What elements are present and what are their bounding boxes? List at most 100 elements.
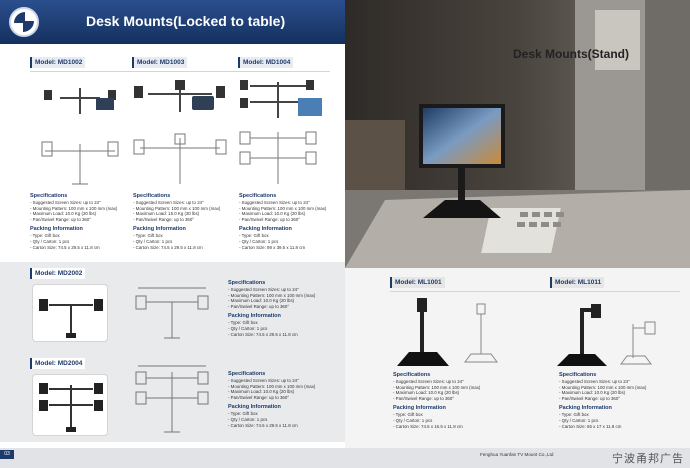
spec-line: - Maximum Load: 15.0 Kg (30 lbs) bbox=[133, 211, 200, 217]
md1004-product-image bbox=[239, 80, 322, 184]
packing-heading: Packing Information bbox=[30, 226, 83, 233]
packing-heading: Packing Information bbox=[393, 405, 446, 412]
packing-line: - Type: Gift box bbox=[239, 233, 269, 239]
spec-heading: Specifications bbox=[239, 193, 277, 199]
md2002-drawing bbox=[135, 287, 209, 339]
packing-line: - Carton Size: 98 x 39.5 x 11.8 cm bbox=[239, 244, 306, 250]
watermark: 宁波甬邦广告 bbox=[612, 453, 684, 465]
packing-line: - Carton Size: 74.5 x 16.5 x 11.8 cm bbox=[393, 423, 463, 429]
spec-heading: Specifications bbox=[228, 371, 266, 377]
md2002-photo bbox=[32, 284, 108, 342]
spec-line: - Mounting Pattern: 100 mm x 100 mm (max… bbox=[228, 292, 316, 298]
md2004-product-image bbox=[39, 383, 103, 432]
page-number-left: 03 bbox=[0, 450, 14, 459]
spec-line: - Mounting Pattern: 100 mm x 100 mm (max… bbox=[228, 383, 316, 389]
spec-line: - Maximum Load: 10.0 Kg (20 lbs) bbox=[239, 211, 306, 217]
md1003-product-image bbox=[133, 80, 227, 184]
model-tag-ml1001: Model: ML1001 bbox=[390, 277, 445, 288]
md1004-specs: Specifications - Suggested Screen Sizes:… bbox=[239, 192, 339, 250]
model-tag-md1004: Model: MD1004 bbox=[238, 57, 294, 68]
spec-heading: Specifications bbox=[559, 372, 597, 378]
model-tag-md2004: Model: MD2004 bbox=[30, 358, 86, 369]
spec-line: - Pan/Swivel Range: up to 360° bbox=[559, 395, 621, 401]
spec-heading: Specifications bbox=[393, 372, 431, 378]
md2004-photo bbox=[32, 374, 108, 436]
right-page: Desk Mounts(Stand) Model: ML1001 Model: … bbox=[345, 0, 690, 468]
md2002-specs: Specifications - Suggested Screen Sizes:… bbox=[228, 279, 338, 337]
spec-heading: Specifications bbox=[228, 280, 266, 286]
packing-line: - Carton Size: 74.5 x 29.5 x 11.8 cm bbox=[228, 422, 298, 428]
packing-line: - Qty / Carton: 1 pcs bbox=[239, 238, 279, 244]
spec-line: - Mounting Pattern: 100 mm x 100 mm (max… bbox=[393, 384, 481, 390]
packing-line: - Qty / Carton: 1 pcs bbox=[228, 325, 268, 331]
divider bbox=[30, 71, 330, 72]
spec-line: - Mounting Pattern: 100 mm x 100 mm (max… bbox=[559, 384, 647, 390]
spec-line: - Pan/Swivel Range: up to 360° bbox=[228, 394, 290, 400]
packing-line: - Qty / Carton: 1 pcs bbox=[559, 417, 599, 423]
packing-line: - Carton Size: 65 x 17 x 11.8 cm bbox=[559, 423, 622, 429]
spec-line: - Maximum Load: 10.0 Kg (20 lbs) bbox=[559, 390, 626, 396]
company-name: Fenghua Yuanfan TV Mount Co.,Ltd bbox=[480, 452, 554, 457]
md2004-drawing bbox=[135, 365, 209, 433]
packing-heading: Packing Information bbox=[228, 404, 281, 411]
spec-line: - Mounting Pattern: 100 mm x 100 mm (max… bbox=[133, 205, 221, 211]
packing-heading: Packing Information bbox=[559, 405, 612, 412]
packing-line: - Type: Gift box bbox=[559, 412, 589, 418]
model-tag-md2002: Model: MD2002 bbox=[30, 268, 86, 279]
packing-line: - Type: Gift box bbox=[133, 233, 163, 239]
packing-line: - Qty / Carton: 1 pcs bbox=[30, 238, 70, 244]
spec-line: - Pan/Swivel Range: up to 360° bbox=[239, 216, 301, 222]
spec-line: - Pan/Swivel Range: up to 360° bbox=[133, 216, 195, 222]
packing-line: - Type: Gift box bbox=[228, 411, 258, 417]
model-tag-md1003: Model: MD1003 bbox=[132, 57, 188, 68]
header-bar: Desk Mounts(Locked to table) bbox=[0, 0, 345, 44]
packing-line: - Carton Size: 74.5 x 29.5 x 11.8 cm bbox=[228, 331, 298, 337]
spec-line: - Suggested Screen Sizes: up to 24" bbox=[133, 200, 204, 205]
spec-line: - Pan/Swivel Range: up to 360° bbox=[393, 395, 455, 401]
footer-left bbox=[0, 448, 345, 468]
spec-line: - Maximum Load: 10.0 Kg (20 lbs) bbox=[30, 211, 97, 217]
model-tag-ml1011: Model: ML1011 bbox=[550, 277, 605, 288]
spec-heading: Specifications bbox=[133, 193, 171, 199]
md1002-specs: Specifications - Suggested Screen Sizes:… bbox=[30, 192, 130, 250]
spec-line: - Mounting Pattern: 100 mm x 100 mm (max… bbox=[30, 205, 118, 211]
packing-line: - Type: Gift box bbox=[393, 412, 423, 418]
ml1001-product-image bbox=[397, 298, 498, 366]
md2002-product-image bbox=[39, 299, 103, 338]
packing-heading: Packing Information bbox=[228, 313, 281, 320]
spec-line: - Suggested Screen Sizes: up to 24" bbox=[393, 379, 464, 384]
spec-line: - Maximum Load: 10.0 Kg (20 lbs) bbox=[393, 390, 460, 396]
company-logo bbox=[9, 7, 39, 37]
spec-line: - Pan/Swivel Range: up to 360° bbox=[228, 303, 290, 309]
ml1011-specs: Specifications - Suggested Screen Sizes:… bbox=[559, 371, 684, 429]
packing-line: - Qty / Carton: 1 pcs bbox=[393, 417, 433, 423]
spec-line: - Suggested Screen Sizes: up to 24" bbox=[228, 287, 299, 292]
packing-line: - Type: Gift box bbox=[228, 320, 258, 326]
spec-line: - Suggested Screen Sizes: up to 24" bbox=[228, 378, 299, 383]
packing-line: - Carton Size: 74.5 x 29.5 x 11.8 cm bbox=[133, 244, 203, 250]
md2004-specs: Specifications - Suggested Screen Sizes:… bbox=[228, 370, 338, 428]
ml1001-specs: Specifications - Suggested Screen Sizes:… bbox=[393, 371, 533, 429]
spec-line: - Suggested Screen Sizes: up to 24" bbox=[30, 200, 101, 205]
room-photo: Desk Mounts(Stand) bbox=[345, 0, 690, 268]
spec-line: - Mounting Pattern: 100 mm x 100 mm (max… bbox=[239, 205, 327, 211]
spec-line: - Pan/Swivel Range: up to 360° bbox=[30, 216, 92, 222]
spec-line: - Maximum Load: 10.0 Kg (20 lbs) bbox=[228, 389, 295, 395]
packing-line: - Type: Gift box bbox=[30, 233, 60, 239]
spec-heading: Specifications bbox=[30, 193, 68, 199]
spec-line: - Suggested Screen Sizes: up to 24" bbox=[559, 379, 630, 384]
page-title: Desk Mounts(Locked to table) bbox=[86, 13, 286, 29]
left-page: Desk Mounts(Locked to table) Model: MD10… bbox=[0, 0, 345, 468]
ml1011-product-image bbox=[557, 304, 656, 366]
stand-section-title: Desk Mounts(Stand) bbox=[513, 47, 630, 61]
model-tag-md1002: Model: MD1002 bbox=[30, 57, 86, 68]
footer-right: Fenghua Yuanfan TV Mount Co.,Ltd 宁波甬邦广告 bbox=[345, 448, 690, 468]
divider bbox=[390, 291, 680, 292]
room-photo-image bbox=[345, 0, 690, 268]
md1002-product-image bbox=[41, 88, 119, 185]
packing-heading: Packing Information bbox=[133, 226, 186, 233]
packing-line: - Qty / Carton: 1 pcs bbox=[228, 416, 268, 422]
spec-line: - Maximum Load: 10.0 Kg (20 lbs) bbox=[228, 298, 295, 304]
packing-line: - Carton Size: 74.5 x 29.5 x 11.8 cm bbox=[30, 244, 100, 250]
packing-heading: Packing Information bbox=[239, 226, 292, 233]
